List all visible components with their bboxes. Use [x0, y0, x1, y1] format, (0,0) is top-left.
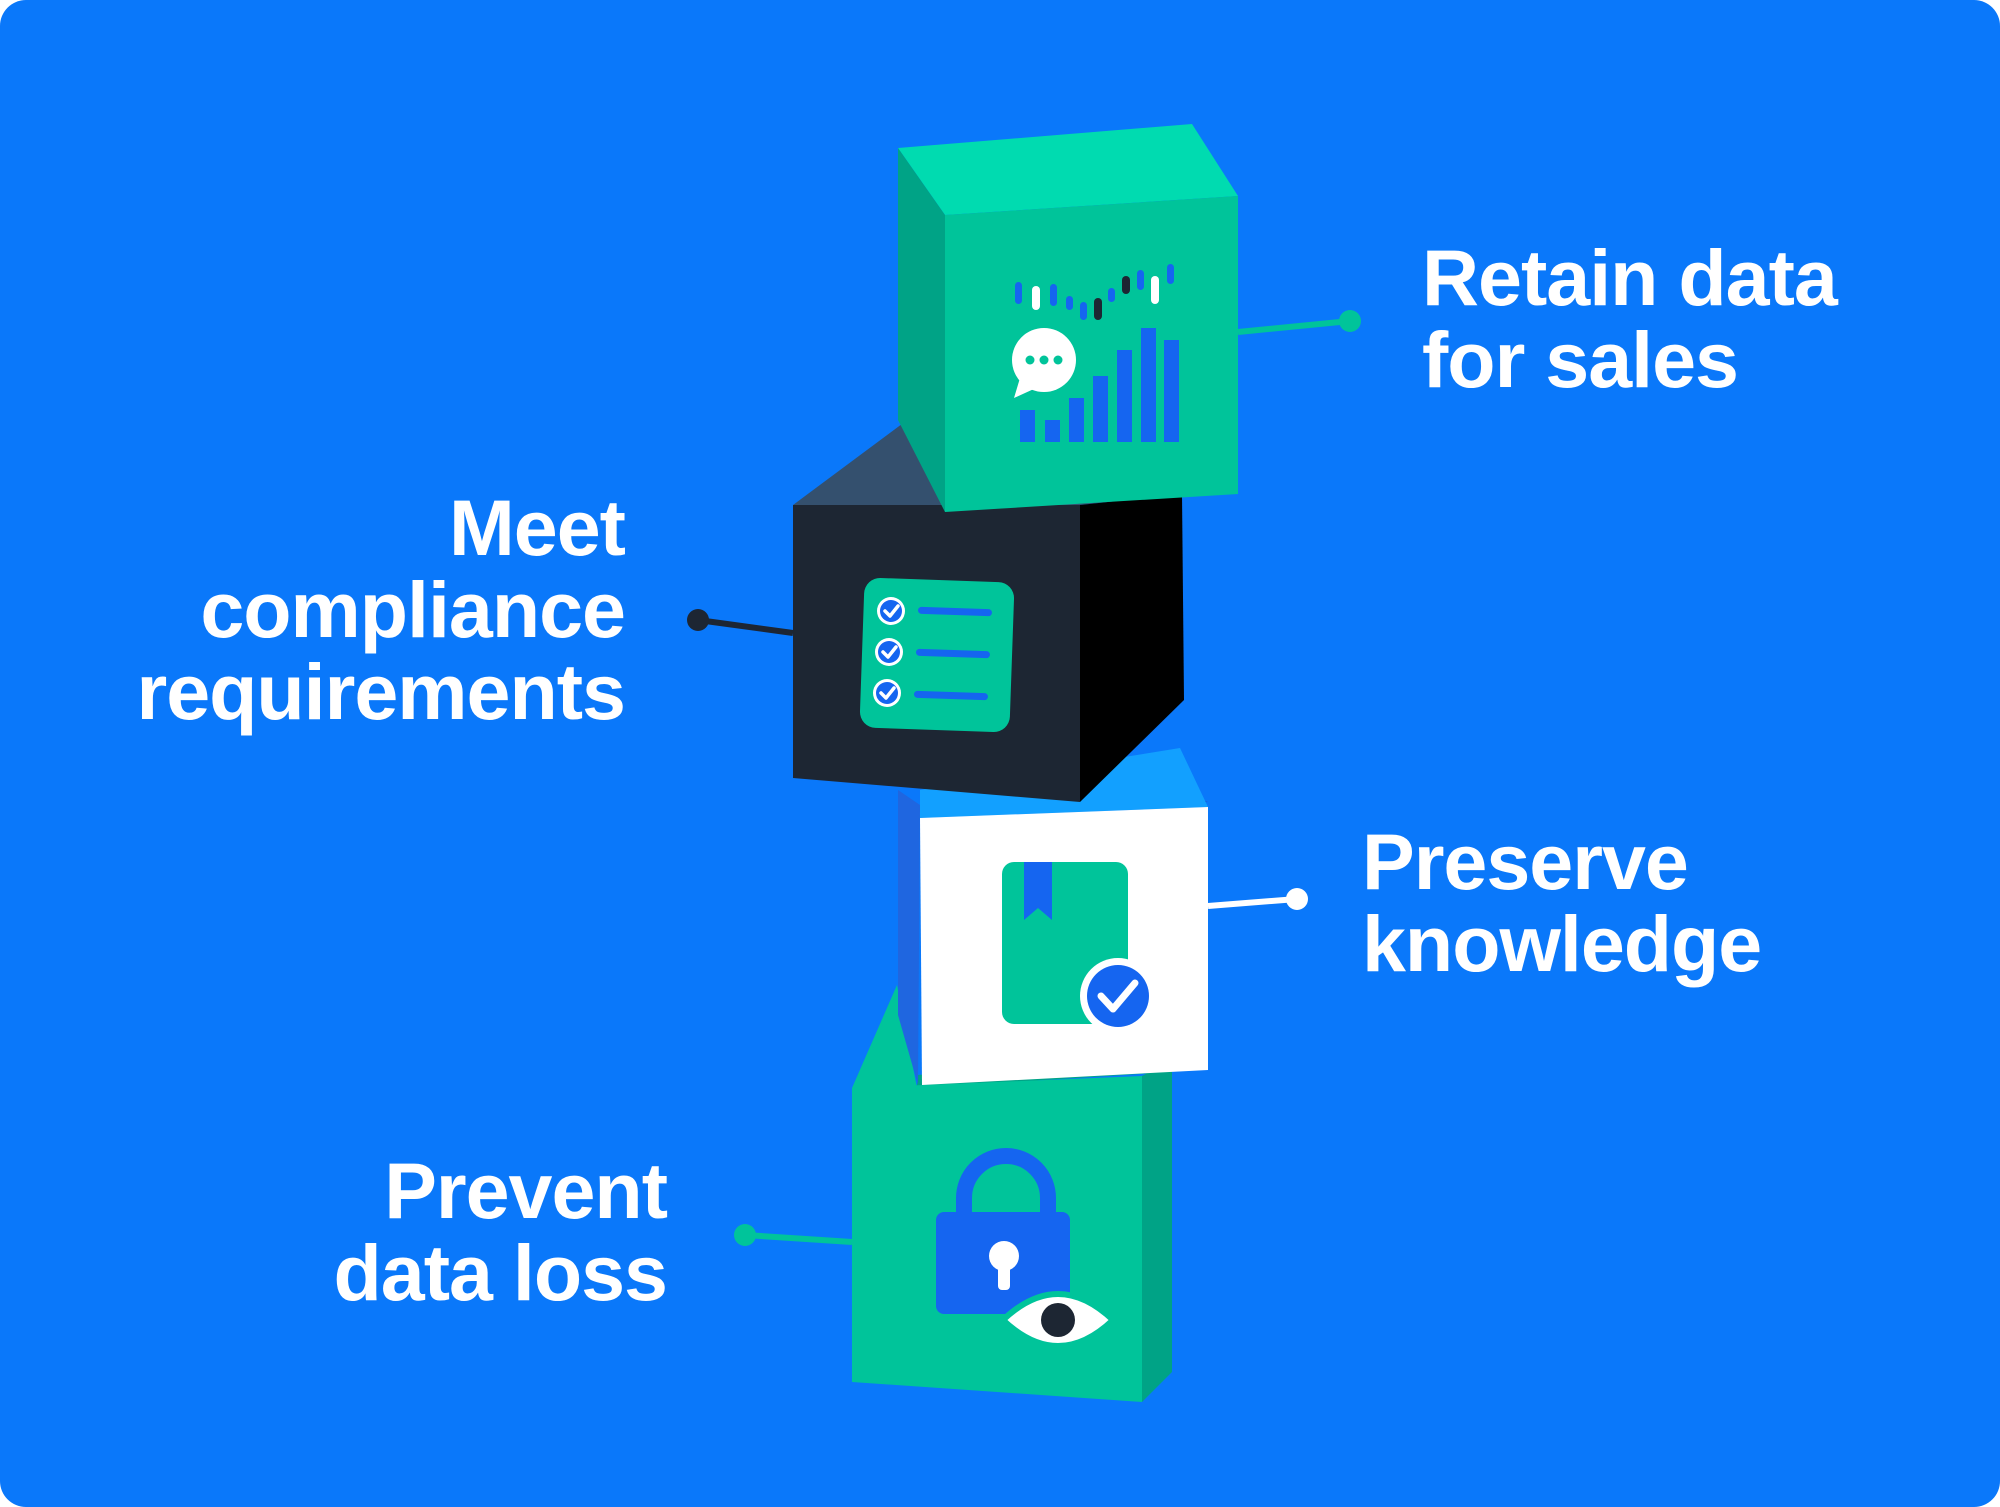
cube-retain-top [898, 124, 1238, 215]
padlock-shackle [956, 1148, 1056, 1230]
checklist-row-1 [877, 597, 992, 625]
label-meet-compliance: Meet compliance requirements [136, 483, 626, 736]
connector-preserve [1207, 888, 1308, 910]
label-preserve-line-2: knowledge [1362, 899, 1762, 988]
label-meet-line-1: Meet [449, 483, 626, 572]
label-retain-data: Retain data for sales [1422, 233, 1838, 404]
label-prevent-data-loss: Prevent data loss [333, 1146, 668, 1317]
checklist-icon [859, 577, 1015, 733]
connector-meet [687, 609, 794, 636]
label-prevent-line-1: Prevent [384, 1146, 668, 1235]
cube-prevent [852, 985, 1172, 1402]
checklist-row-2 [875, 638, 990, 666]
label-preserve-knowledge: Preserve knowledge [1362, 817, 1762, 988]
chat-bubble-icon [1012, 328, 1076, 398]
cube-retain-side [898, 148, 945, 512]
label-retain-line-2: for sales [1422, 315, 1739, 404]
candlestick-row [1015, 264, 1174, 320]
chat-bar-chart-icon [1012, 264, 1179, 442]
check-mark-icon [1097, 979, 1139, 1013]
bar-chart [1020, 328, 1179, 442]
connector-prevent [734, 1224, 853, 1246]
eye-pupil [1041, 1303, 1075, 1337]
cube-preserve [898, 748, 1208, 1085]
cube-preserve-left-side [898, 790, 920, 1085]
keyhole [989, 1241, 1019, 1271]
padlock-eye-icon [936, 1148, 1118, 1349]
bookmark-book-check-icon [1002, 862, 1156, 1034]
cube-prevent-side [1142, 1060, 1172, 1402]
connector-retain [1237, 310, 1361, 335]
label-meet-line-3: requirements [136, 647, 626, 736]
checklist-row-3 [873, 679, 988, 707]
label-retain-line-1: Retain data [1422, 233, 1838, 322]
book-bookmark [1024, 862, 1052, 920]
cube-meet-side [1080, 494, 1184, 802]
label-meet-line-2: compliance [200, 565, 626, 654]
check-badge [1087, 965, 1149, 1027]
cube-retain [898, 124, 1238, 512]
label-prevent-line-2: data loss [333, 1228, 668, 1317]
keyhole-slot [998, 1262, 1010, 1290]
label-preserve-line-1: Preserve [1362, 817, 1689, 906]
cube-retain-front [945, 196, 1238, 512]
